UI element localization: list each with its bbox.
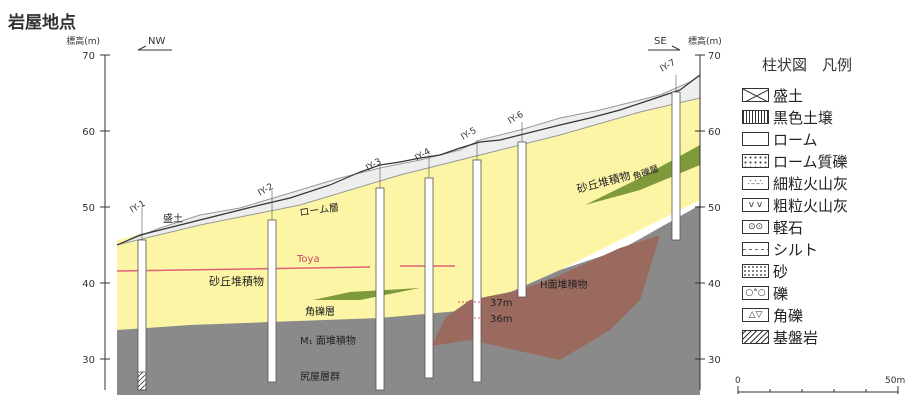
cross-section: 70 60 50 40 30 標高(m) 70 60 50 40 30 標高(m… bbox=[66, 35, 722, 395]
page-title: 岩屋地点 bbox=[8, 13, 76, 33]
left-axis-label: 標高(m) bbox=[66, 35, 100, 47]
legend-item-bedrock: 基盤岩 bbox=[742, 326, 818, 348]
hatch-icon bbox=[742, 330, 769, 344]
se-direction-arrow: SE bbox=[648, 36, 681, 51]
scale-bar: 0 50m bbox=[735, 376, 905, 394]
dotted-gravel-icon bbox=[742, 154, 769, 168]
legend-item-gravel: ○°○ 礫 bbox=[742, 282, 788, 304]
legend-item-fill: 盛土 bbox=[742, 84, 803, 106]
loam-label: ローム層 bbox=[299, 202, 340, 219]
legend-label: ローム質礫 bbox=[773, 152, 848, 171]
legend-item-loam: ローム bbox=[742, 128, 818, 150]
fine-ash-icon: ∴∴∴ bbox=[742, 176, 769, 190]
left-tick-50: 50 bbox=[82, 203, 95, 214]
h-layer bbox=[432, 235, 660, 360]
blank-box-icon bbox=[742, 132, 769, 146]
gravel-circles-icon: ○°○ bbox=[742, 286, 769, 300]
m1-label: M₁ 面堆積物 bbox=[300, 334, 356, 347]
right-tick-40: 40 bbox=[708, 279, 721, 290]
legend-item-loamy-gravel: ローム質礫 bbox=[742, 150, 848, 172]
dune-label-left: 砂丘堆積物 bbox=[209, 274, 264, 288]
legend-item-sand: 砂 bbox=[742, 260, 788, 282]
right-tick-50: 50 bbox=[708, 203, 721, 214]
left-elevation-axis: 70 60 50 40 30 標高(m) bbox=[66, 35, 110, 390]
scale-end: 50m bbox=[885, 376, 905, 386]
coarse-ash-icon: v v bbox=[742, 198, 769, 212]
dune-layer bbox=[117, 95, 700, 330]
legend-label: 砂 bbox=[773, 262, 789, 281]
sand-dots-icon bbox=[742, 264, 769, 278]
right-tick-60: 60 bbox=[708, 127, 721, 138]
legend-item-coarse-ash: v v 粗粒火山灰 bbox=[742, 194, 848, 216]
h-label: H面堆積物 bbox=[540, 278, 588, 291]
left-tick-30: 30 bbox=[82, 355, 95, 366]
depth-36m-label: 36m bbox=[490, 314, 512, 325]
legend-item-pumice: ⊙⊙ 軽石 bbox=[742, 216, 803, 238]
loam-layer bbox=[116, 74, 701, 246]
borehole-label-iy-1: IY-1 bbox=[129, 199, 148, 216]
angular-gravel-label-left: 角礫層 bbox=[305, 305, 335, 318]
legend-label: 盛土 bbox=[773, 86, 804, 105]
nw-label: NW bbox=[148, 36, 165, 47]
angular-gravel-lens-left bbox=[313, 288, 420, 300]
right-axis-label: 標高(m) bbox=[688, 35, 722, 47]
legend-label: シルト bbox=[773, 240, 819, 259]
legend-item-silt: シルト bbox=[742, 238, 818, 260]
legend-item-angular-gravel: △▽ 角礫 bbox=[742, 304, 803, 326]
legend-label: 角礫 bbox=[773, 306, 804, 325]
toya-label: Toya bbox=[296, 254, 320, 265]
scale-start: 0 bbox=[735, 376, 741, 386]
angular-gravel-icon: △▽ bbox=[742, 308, 769, 322]
left-tick-40: 40 bbox=[82, 279, 95, 290]
borehole-label-iy-6: IY-6 bbox=[507, 110, 526, 127]
legend-item-black-soil: 黒色土壌 bbox=[742, 106, 833, 128]
legend-label: ローム bbox=[773, 130, 818, 149]
legend-title: 柱状図 凡例 bbox=[762, 56, 853, 74]
legend-item-fine-ash: ∴∴∴ 細粒火山灰 bbox=[742, 172, 848, 194]
legend-label: 黒色土壌 bbox=[773, 108, 834, 127]
silt-dash-icon bbox=[742, 242, 769, 256]
legend-label: 細粒火山灰 bbox=[773, 174, 849, 193]
ground-surface-line bbox=[116, 74, 701, 246]
legend-label: 礫 bbox=[773, 284, 789, 303]
cross-box-icon bbox=[742, 88, 769, 102]
borehole-label-iy-7: IY-7 bbox=[659, 58, 678, 75]
se-label: SE bbox=[654, 36, 667, 47]
legend-label: 粗粒火山灰 bbox=[773, 196, 849, 215]
borehole-label-iy-2: IY-2 bbox=[257, 182, 276, 199]
legend-label: 軽石 bbox=[773, 218, 804, 237]
right-tick-70: 70 bbox=[708, 51, 721, 62]
toya-line bbox=[116, 266, 371, 272]
borehole-label-iy-5: IY-5 bbox=[460, 126, 479, 143]
left-tick-60: 60 bbox=[82, 127, 95, 138]
depth-37m-label: 37m bbox=[490, 298, 512, 309]
right-tick-30: 30 bbox=[708, 355, 721, 366]
vertical-lines-icon bbox=[742, 110, 769, 124]
legend-label: 基盤岩 bbox=[773, 328, 819, 347]
left-tick-70: 70 bbox=[82, 51, 95, 62]
fill-label: 盛土 bbox=[163, 212, 183, 225]
pumice-icon: ⊙⊙ bbox=[742, 220, 769, 234]
nw-direction-arrow: NW bbox=[137, 36, 172, 51]
right-elevation-axis: 70 60 50 40 30 標高(m) bbox=[688, 35, 722, 390]
basement-label: 尻屋層群 bbox=[300, 370, 340, 383]
